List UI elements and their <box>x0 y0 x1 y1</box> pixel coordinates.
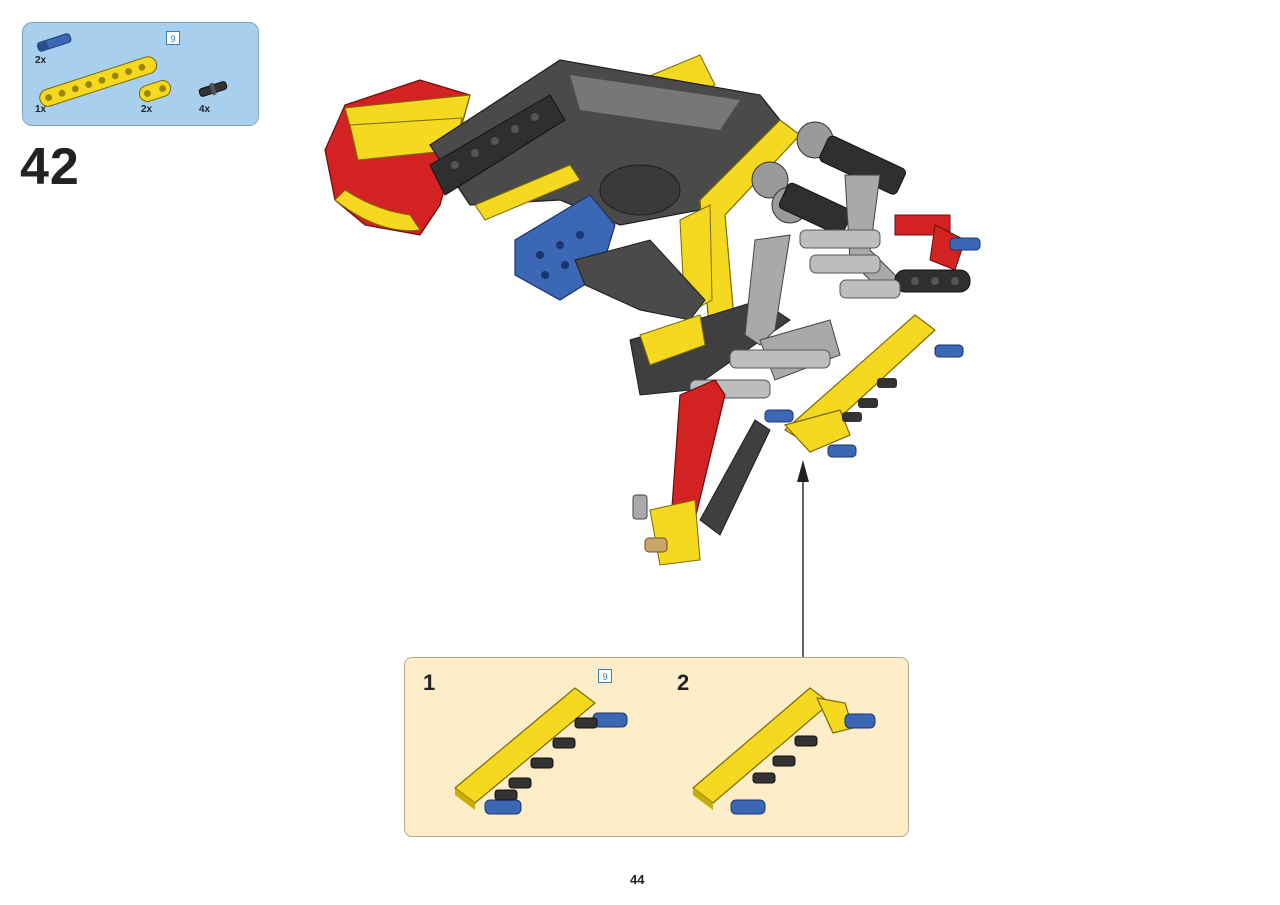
step-number: 42 <box>20 138 80 196</box>
sub-assembly-illustrations <box>454 687 876 815</box>
red-lever <box>632 379 771 566</box>
parts-illustrations <box>36 33 228 107</box>
black-beam <box>429 94 566 196</box>
sub-step-1-number: 1 <box>423 670 436 695</box>
red-panel <box>324 79 471 236</box>
right-red-pieces <box>894 214 981 293</box>
page-number: 44 <box>630 872 645 887</box>
yellow-liftarm-9-qty: 1x <box>35 104 47 115</box>
yellow-liftarm-2-part <box>138 80 172 102</box>
yellow-liftarm-9-part <box>39 56 158 107</box>
blue-axle-pin-qty: 2x <box>35 55 47 66</box>
parts-list-box: 2x 1x 2x 4x 9 <box>22 22 259 126</box>
yellow-liftarm-2-qty: 2x <box>141 104 153 115</box>
assembly-arrow <box>797 460 809 657</box>
sub-step-2-model <box>692 687 876 815</box>
gray-axles <box>689 229 901 399</box>
dark-frame <box>429 59 781 226</box>
sub-step-1-length-badge: 9 <box>598 669 612 683</box>
gear-cluster <box>751 121 906 236</box>
attached-yellow-liftarm <box>764 314 964 458</box>
yellow-axle <box>474 164 581 221</box>
sub-step-2-number: 2 <box>677 670 690 695</box>
sub-assembly-callout: 1 2 9 <box>404 657 909 837</box>
black-friction-pin-part <box>198 81 228 97</box>
liftarm-length-badge: 9 <box>166 31 180 45</box>
blue-axle-pin-part <box>36 33 72 52</box>
sub-step-1-model <box>454 687 628 815</box>
black-friction-pin-qty: 4x <box>199 104 211 115</box>
